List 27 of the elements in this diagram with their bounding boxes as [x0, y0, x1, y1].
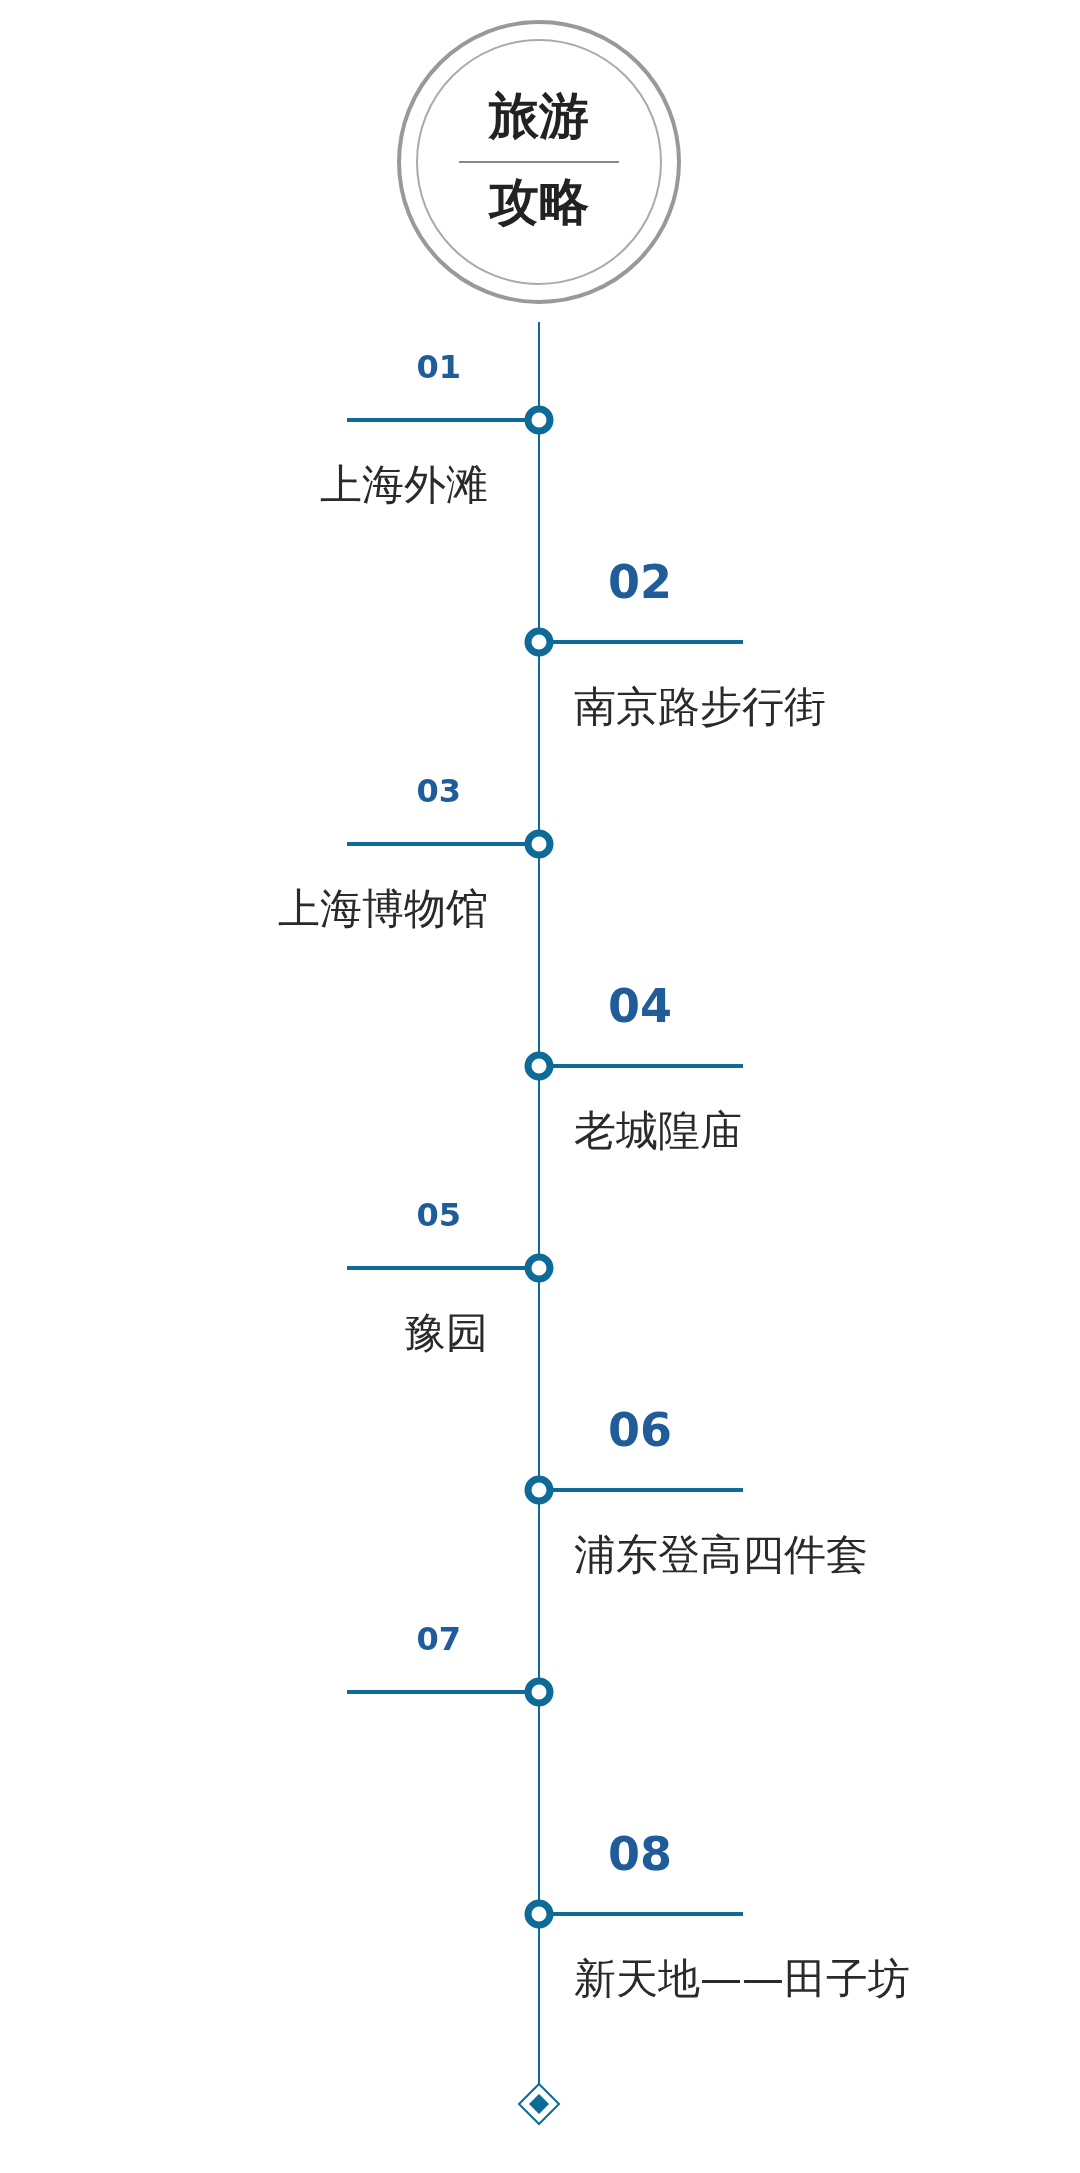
step-number: 06 [608, 1407, 672, 1453]
timeline-line [538, 935, 540, 981]
place-name: 上海博物馆 [278, 888, 488, 930]
timeline-line [538, 321, 540, 335]
step-number: 01 [416, 351, 461, 383]
place-name: 老城隍庙 [574, 1110, 742, 1152]
timeline-line [538, 1783, 540, 1829]
timeline-line [538, 1581, 540, 1607]
step-number: 02 [608, 559, 672, 605]
place-name: 南京路步行街 [574, 686, 826, 728]
step-number: 04 [608, 983, 672, 1029]
end-marker-icon [517, 2082, 561, 2126]
place-name: 上海外滩 [320, 464, 488, 506]
timeline-line [538, 1157, 540, 1183]
place-name: 浦东登高四件套 [574, 1534, 868, 1576]
step-number: 07 [416, 1623, 461, 1655]
timeline-line [538, 1359, 540, 1405]
timeline-line [538, 511, 540, 557]
step-number: 05 [416, 1199, 461, 1231]
timeline-line [538, 733, 540, 759]
timeline-line [538, 2005, 540, 2085]
place-name: 新天地——田子坊 [574, 1958, 910, 2000]
step-number: 03 [416, 775, 461, 807]
title-text: 攻略 [487, 172, 590, 232]
step-number: 08 [608, 1831, 672, 1877]
title-text: 旅游 [487, 86, 590, 146]
place-name: 豫园 [404, 1312, 488, 1354]
